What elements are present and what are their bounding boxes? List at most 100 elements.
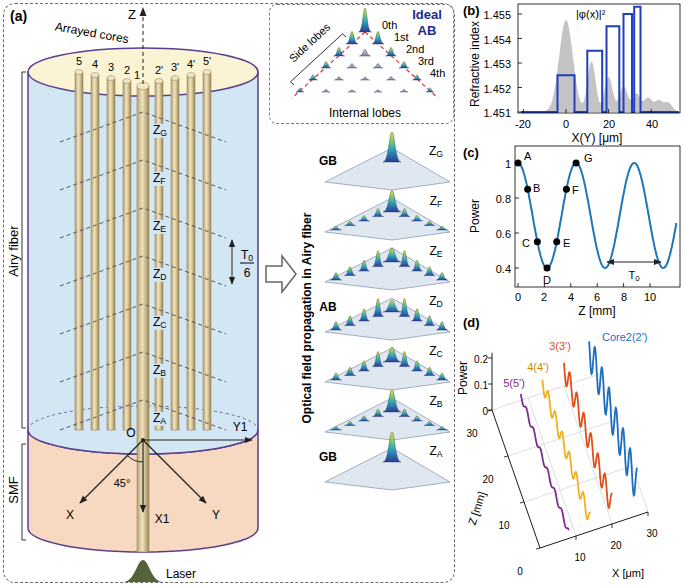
label-anchor: 2 — [124, 60, 130, 78]
lobe-peak — [424, 221, 435, 225]
lobe-peak — [361, 77, 370, 80]
annotation-label: 3 — [108, 61, 114, 74]
label-anchor: X1 — [155, 509, 170, 527]
lobe-peak — [412, 215, 423, 221]
annotation-label: 2 — [541, 291, 547, 304]
annotation-label: 0 — [563, 118, 569, 131]
annotation-label: 10 — [644, 291, 656, 304]
label-anchor: 5 — [76, 51, 82, 69]
label-anchor: T0 — [241, 245, 253, 263]
plane-chevron — [60, 256, 226, 286]
annotation-label: 1.451 — [483, 107, 511, 120]
lobe-peak — [399, 208, 410, 216]
tick — [518, 14, 522, 15]
core-end — [155, 79, 163, 84]
tick — [515, 198, 519, 199]
propagation-stack — [325, 132, 450, 490]
lobe-peak — [346, 31, 358, 44]
annotation-label: 0 — [482, 406, 488, 418]
sample-point — [515, 160, 522, 167]
annotation-label: ZA — [429, 445, 442, 459]
subscript: G — [436, 149, 443, 159]
annotation-label: SMF — [7, 476, 22, 503]
period-arrow — [232, 240, 233, 284]
tick — [488, 410, 492, 411]
label-anchor: 0th — [382, 15, 397, 33]
period-arrow — [607, 262, 661, 263]
annotation-label: 20 — [482, 474, 493, 486]
label-anchor: ZB — [152, 360, 167, 378]
subscript: B — [160, 368, 166, 378]
annotation-label: 0.6 — [496, 228, 511, 241]
tick — [518, 283, 519, 287]
hollow-arrow — [266, 256, 296, 292]
lobe-peak — [399, 409, 410, 417]
label-anchor: Refractive index — [465, 21, 483, 107]
annotation-label: 0.4 — [496, 263, 511, 276]
label-anchor: 3rd — [418, 51, 434, 69]
label-anchor: C — [522, 233, 530, 251]
tick — [608, 109, 609, 113]
index-steps — [521, 7, 679, 112]
intensity-profile — [521, 20, 677, 112]
axis-x — [80, 440, 143, 503]
tick — [612, 524, 613, 528]
annotation-label: 0.2 — [474, 354, 488, 366]
axis-y1 — [143, 439, 252, 440]
annotation-label: 1.453 — [483, 58, 511, 71]
lobe-peak — [359, 309, 370, 321]
lobe-peak — [335, 77, 344, 80]
label-anchor: 1 — [505, 154, 511, 172]
core-end — [171, 76, 179, 81]
label-anchor: 20 — [482, 469, 493, 487]
annotation-label: Arrayed cores — [54, 20, 130, 47]
label-anchor: 3(3') — [549, 336, 571, 354]
annotation-label: T0 — [628, 269, 639, 282]
label-anchor: 10 — [644, 287, 656, 305]
label-anchor: 1.454 — [483, 29, 511, 47]
annotation-label: 0.1 — [474, 380, 488, 392]
annotation-label: 1.454 — [483, 33, 511, 46]
annotation-label: X — [66, 509, 74, 523]
lobe-peak — [399, 352, 410, 367]
lobe-peak — [348, 90, 356, 92]
annotation-label: (b) — [463, 4, 480, 19]
tick — [570, 283, 571, 287]
annotation-label: (c) — [463, 146, 479, 161]
annotation-label: -20 — [515, 118, 531, 131]
label-anchor: 4' — [187, 54, 195, 72]
tick — [518, 63, 522, 64]
label-anchor: X — [66, 505, 74, 523]
annotation-label: 0 — [515, 291, 521, 304]
label-anchor: 0 — [517, 561, 523, 579]
annotation-label: GB — [319, 155, 337, 169]
annotation-label: Power — [469, 199, 483, 233]
annotation-label: Refractive index — [469, 21, 483, 107]
lobe-peak — [359, 8, 372, 32]
lobe-peak — [373, 352, 384, 367]
core-end — [187, 73, 195, 78]
label-anchor: 1.455 — [483, 5, 511, 23]
lobe-peak — [345, 421, 356, 425]
lobe-peak — [345, 221, 356, 225]
label-anchor: 4th — [430, 63, 445, 81]
annotation-label: Y — [212, 509, 220, 523]
tick — [515, 233, 519, 234]
core-end — [123, 79, 131, 84]
axis-x — [540, 512, 648, 548]
annotation-label: Z [mm] — [578, 305, 615, 319]
annotation-label: ZB — [429, 395, 442, 409]
lobe-peak — [334, 47, 345, 56]
sample-point — [544, 265, 551, 272]
annotation-label: AB — [319, 301, 336, 315]
label-anchor: 0.8 — [496, 189, 511, 207]
core-power-trace — [564, 363, 612, 508]
plane-chevron — [60, 112, 226, 142]
label-anchor: Y — [212, 505, 220, 523]
annotation-label: ZE — [429, 245, 442, 259]
label-anchor: ZF — [430, 191, 443, 209]
label-anchor: Optical field propagation in Airy fiber — [297, 213, 315, 424]
label-anchor: 2nd — [406, 39, 424, 57]
